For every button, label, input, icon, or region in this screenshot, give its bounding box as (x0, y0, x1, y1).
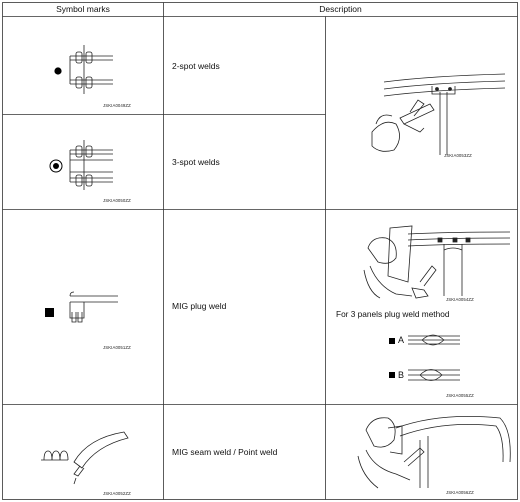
header-description: Description (319, 4, 362, 14)
three-panel-method-b (389, 369, 460, 381)
illustration-code-seam: JSKIA0056ZZ (446, 490, 474, 495)
row-label-two-spot: 2-spot welds (172, 61, 220, 71)
three-panel-note: For 3 panels plug weld method (336, 309, 450, 319)
illustration-code-spot: JSKIA0053ZZ (444, 153, 472, 158)
three-panel-method-a (389, 334, 460, 346)
symbol-code-two-spot: JSKIA0049ZZ (103, 103, 131, 108)
three-spot-symbol (49, 140, 113, 190)
row-label-mig-seam: MIG seam weld / Point weld (172, 447, 278, 457)
header-symbol-marks: Symbol marks (56, 4, 110, 14)
symbol-code-three-spot: JSKIA0050ZZ (103, 198, 131, 203)
symbol-code-mig-plug: JSKIA0051ZZ (103, 345, 131, 350)
two-spot-symbol (54, 45, 113, 94)
spot-welding-illustration (371, 73, 506, 155)
row-label-three-spot: 3-spot welds (172, 157, 220, 167)
mig-seam-symbol (41, 431, 129, 485)
method-b-label: B (398, 370, 405, 380)
symbol-code-mig-seam: JSKIA0052ZZ (103, 491, 131, 496)
method-a-label: A (398, 335, 405, 345)
row-label-mig-plug: MIG plug weld (172, 301, 227, 311)
mig-plug-symbol (45, 291, 118, 323)
plug-welding-illustration (363, 225, 511, 299)
illustration-code-three-panel: JSKIA0055ZZ (446, 393, 474, 398)
illustration-code-plug: JSKIA0054ZZ (446, 297, 474, 302)
seam-welding-illustration (357, 415, 511, 489)
